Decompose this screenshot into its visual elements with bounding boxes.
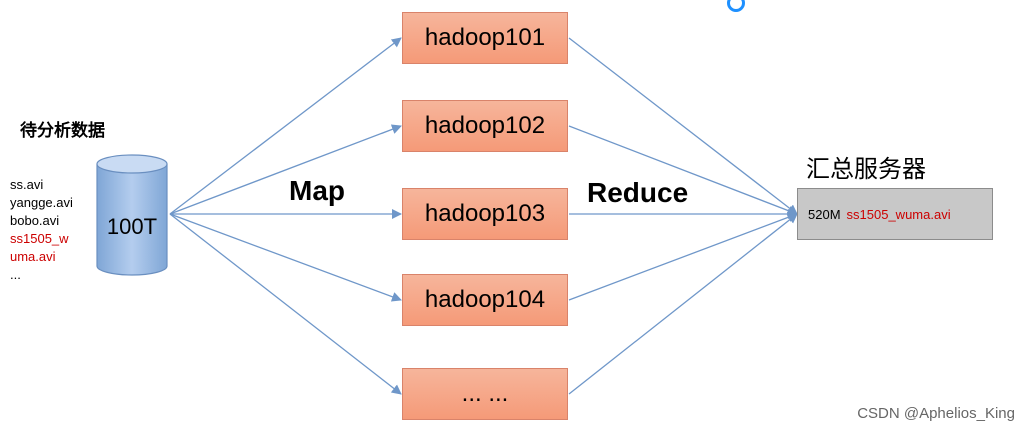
server-file: ss1505_wuma.avi — [846, 206, 951, 222]
source-title: 待分析数据 — [20, 121, 105, 141]
reduce-arrow — [568, 212, 798, 301]
map-arrow — [169, 124, 402, 215]
watermark: CSDN @Aphelios_King — [857, 405, 1015, 422]
reduce-label: Reduce — [587, 177, 689, 208]
database-cylinder-icon — [96, 154, 168, 276]
map-arrow — [169, 37, 402, 215]
file-item: bobo.avi — [10, 213, 60, 228]
file-list: ss.avi yangge.avi bobo.avi ss1505_w uma.… — [10, 176, 73, 284]
circle-icon — [727, 0, 745, 12]
file-item: ss.avi — [10, 177, 44, 192]
node-hadoop101: hadoop101 — [402, 12, 568, 64]
node-hadoop102: hadoop102 — [402, 100, 568, 152]
file-item: yangge.avi — [10, 195, 73, 210]
node-more: ... ... — [402, 368, 568, 420]
map-label: Map — [289, 175, 345, 206]
reduce-arrow — [568, 125, 798, 216]
reduce-arrow — [568, 213, 798, 395]
file-item: uma.avi — [10, 249, 56, 264]
node-hadoop103: hadoop103 — [402, 188, 568, 240]
file-item: ss1505_w — [10, 231, 69, 246]
server-title: 汇总服务器 — [806, 155, 926, 183]
server-size: 520M — [808, 206, 841, 222]
file-item: ... — [10, 267, 21, 282]
node-hadoop104: hadoop104 — [402, 274, 568, 326]
server-box: 520M ss1505_wuma.avi — [797, 188, 993, 240]
reduce-arrow — [568, 37, 798, 215]
map-arrow — [169, 213, 402, 395]
storage-size-label: 100T — [106, 214, 158, 239]
map-arrow — [169, 213, 402, 302]
